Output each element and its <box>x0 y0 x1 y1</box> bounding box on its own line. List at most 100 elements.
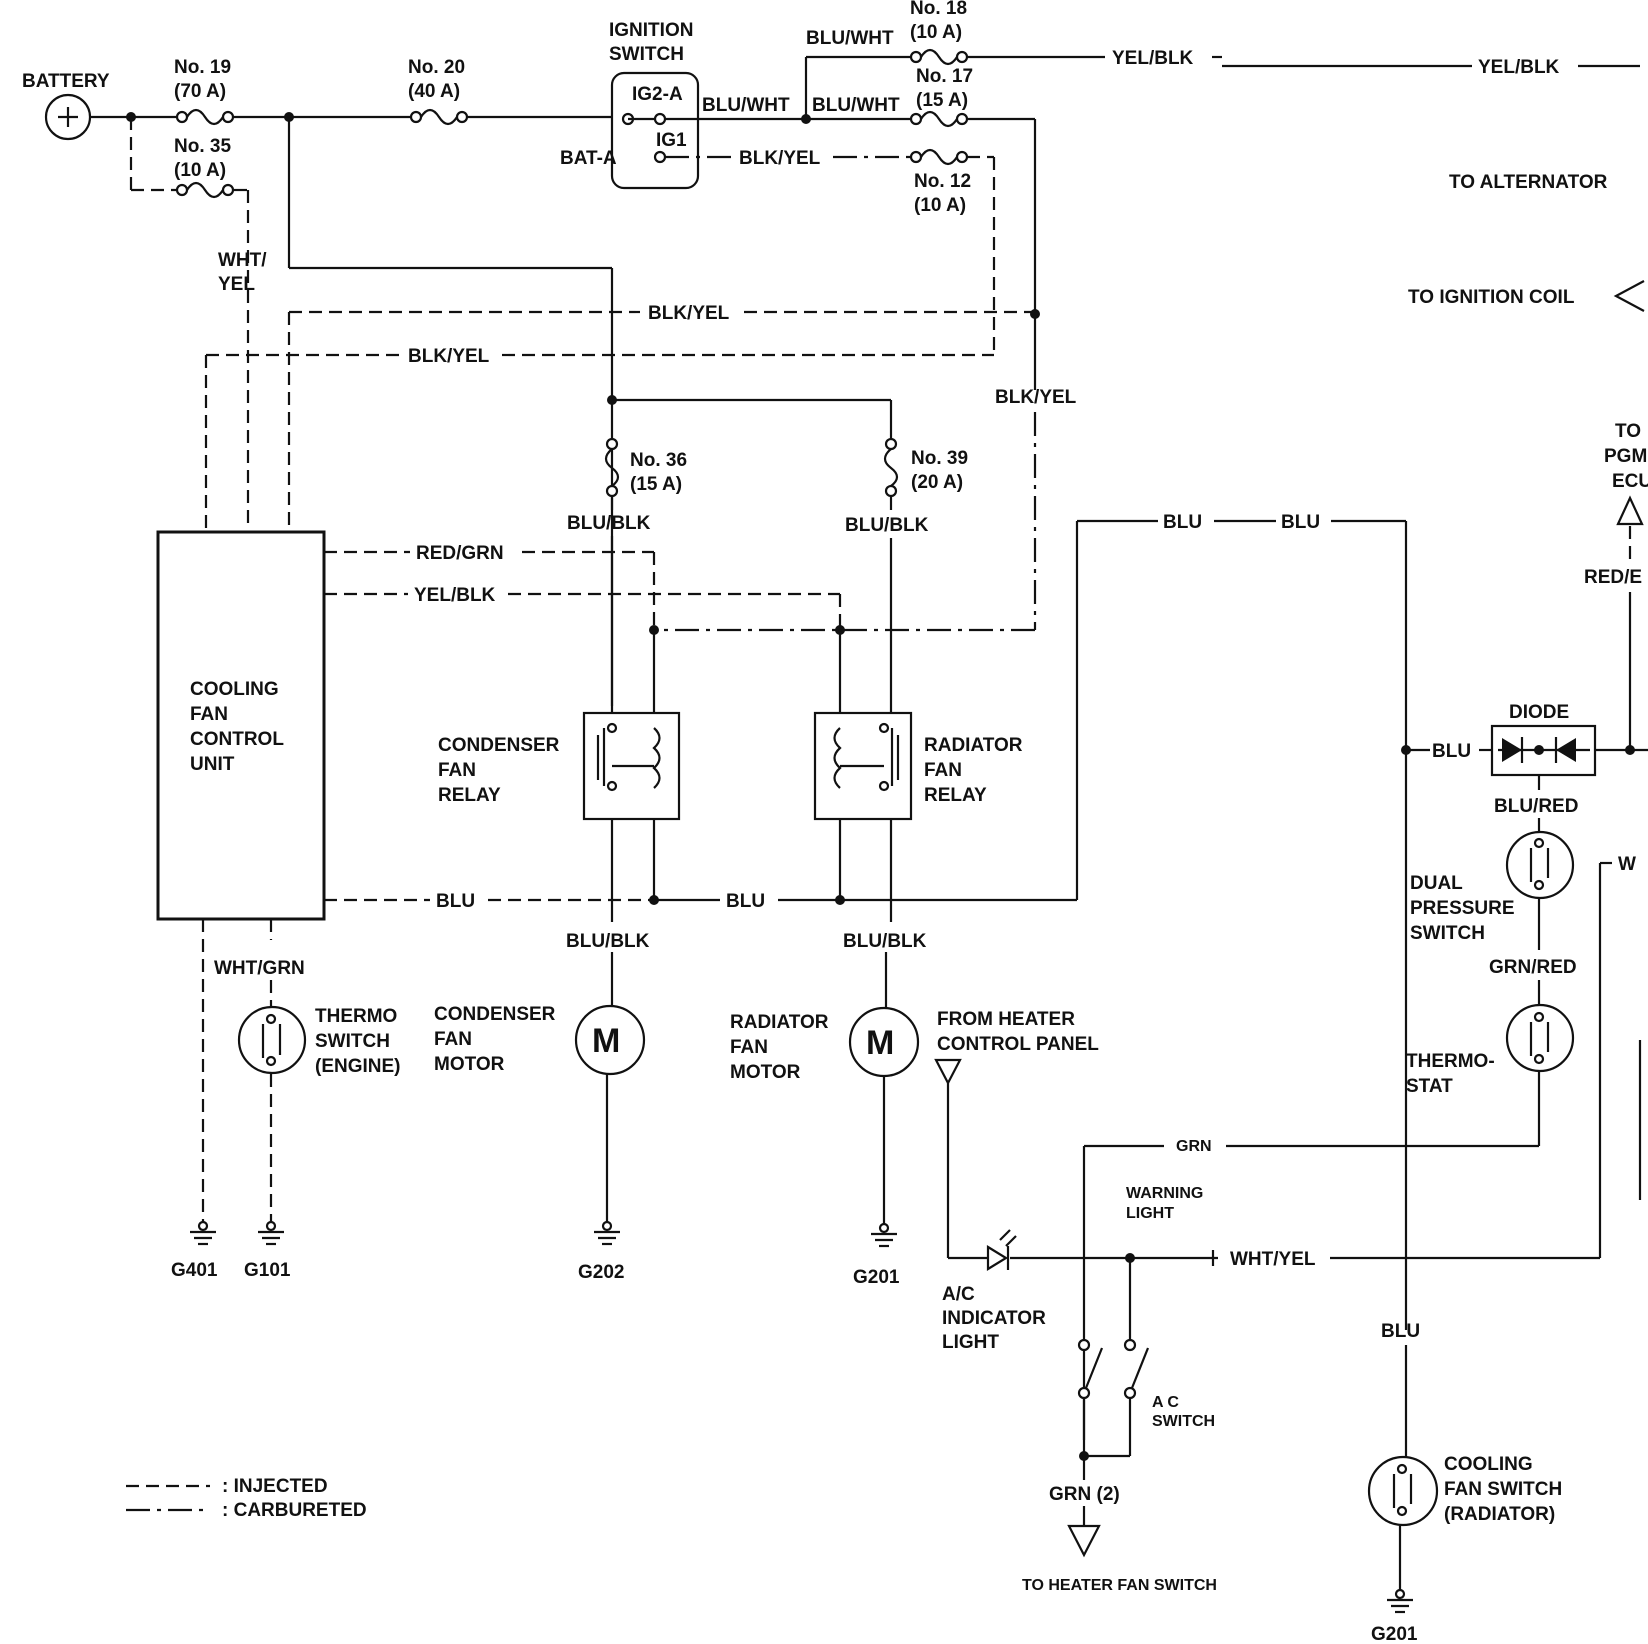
wire-red-grn: RED/GRN <box>416 543 504 564</box>
thermostat-label-1: THERMO- <box>1406 1051 1495 1072</box>
ground-g201-switch: G201 <box>1371 1588 1418 1644</box>
g101-label: G101 <box>244 1260 291 1281</box>
fuse19-name: No. 19 <box>174 57 231 78</box>
fuse-18: No. 18 (10 A) YEL/BLK YEL/BLK <box>909 0 1640 78</box>
fuse19-rating: (70 A) <box>174 81 226 102</box>
cond-relay-label-1: CONDENSER <box>438 735 560 756</box>
from-heater-label-2: CONTROL PANEL <box>937 1034 1099 1055</box>
fuse-20: No. 20 (40 A) <box>408 57 469 126</box>
wire-grn-1: GRN <box>1176 1138 1212 1155</box>
ignition-switch: IGNITION SWITCH IG2-A IG1 BAT-A <box>560 20 700 190</box>
fuse17-rating: (15 A) <box>916 90 968 111</box>
rad-motor-label-1: RADIATOR <box>730 1012 829 1033</box>
ground-g201-radiator: G201 <box>853 1222 900 1288</box>
wire-blu-wht-2: BLU/WHT <box>812 95 900 116</box>
thermo-switch-engine: WHT/GRN THERMO SWITCH (ENGINE) <box>201 919 401 1222</box>
fuse12-rating: (10 A) <box>914 195 966 216</box>
cooling-fan-switch-radiator: BLU COOLING FAN SWITCH (RADIATOR) <box>1367 1321 1562 1590</box>
fuse-12: BLK/YEL No. 12 (10 A) <box>665 148 996 355</box>
g201-label: G201 <box>853 1267 900 1288</box>
pgm-ecu-feed: TO PGM ECU RED/E <box>1584 421 1648 755</box>
cool-fan-sw-label-2: FAN SWITCH <box>1444 1479 1562 1500</box>
wire-blu-1: BLU <box>436 891 475 912</box>
wire-blu-4: BLU <box>1281 512 1320 533</box>
fuse18-name: No. 18 <box>910 0 967 19</box>
ac-indicator-light: A/C INDICATOR LIGHT WARNING LIGHT <box>942 1185 1203 1353</box>
wire-blu-3: BLU <box>1163 512 1202 533</box>
cfcu-label-4: UNIT <box>190 754 235 775</box>
rad-relay-label-2: FAN <box>924 760 962 781</box>
cond-relay-label-3: RELAY <box>438 785 501 806</box>
wire-grn-red: GRN/RED <box>1489 957 1577 978</box>
wire-yel-blk-3: YEL/BLK <box>414 585 496 606</box>
condenser-fan-motor: BLU/BLK M CONDENSER FAN MOTOR <box>434 931 650 1222</box>
wht-yel-return: W WHT/YEL <box>1130 854 1642 1270</box>
g202-label: G202 <box>578 1262 624 1283</box>
cond-motor-label-1: CONDENSER <box>434 1004 556 1025</box>
ac-switch: A C SWITCH GRN (2) TO HEATER FAN SWITCH <box>1022 1258 1217 1594</box>
fuse-36-39-branch: No. 36 (15 A) No. 39 (20 A) BLU/BLK BLU/… <box>567 395 968 720</box>
cool-fan-sw-label-1: COOLING <box>1444 1454 1533 1475</box>
condenser-fan-relay: CONDENSER FAN RELAY <box>438 630 681 922</box>
wire-red-partial: RED/E <box>1584 567 1642 588</box>
wire-blk-yel-4: BLK/YEL <box>995 387 1077 408</box>
ig2-output-wires: BLU/WHT BLU/WHT BLU/WHT <box>665 28 910 124</box>
radiator-fan-relay: RADIATOR FAN RELAY <box>813 630 1023 922</box>
fuse-35: No. 35 (10 A) <box>174 136 235 199</box>
dual-pressure-label-1: DUAL <box>1410 873 1463 894</box>
ac-switch-label-1: A C <box>1152 1394 1179 1411</box>
ground-g401: G401 <box>171 1220 218 1281</box>
ground-g101: G101 <box>244 1220 291 1281</box>
dual-pressure-label-2: PRESSURE <box>1410 898 1515 919</box>
dual-pressure-switch: DUAL PRESSURE SWITCH GRN/RED <box>1410 830 1577 1005</box>
diode-assembly: BLU DIODE BLU/RED <box>1401 702 1630 832</box>
wire-wht-yel-label-1: WHT/ <box>218 250 267 271</box>
to-alternator-label: TO ALTERNATOR <box>1449 172 1608 193</box>
dual-pressure-label-3: SWITCH <box>1410 923 1485 944</box>
thermostat: THERMO- STAT GRN <box>1082 1003 1575 1440</box>
from-heater-arrow <box>934 1058 962 1086</box>
wire-yel-blk-1: YEL/BLK <box>1112 48 1194 69</box>
wire-blu-wht-1: BLU/WHT <box>702 95 790 116</box>
wire-blk-yel-1: BLK/YEL <box>739 148 821 169</box>
thermo-sw-label-2: SWITCH <box>315 1031 390 1052</box>
radiator-motor-symbol: M <box>866 1024 894 1062</box>
wire-blu-5: BLU <box>1432 741 1471 762</box>
wire-blk-yel-2: BLK/YEL <box>648 303 730 324</box>
fuse36-name: No. 36 <box>630 450 687 471</box>
wire-wht-grn: WHT/GRN <box>214 958 305 979</box>
to-pgm-label-1: TO <box>1615 421 1641 442</box>
ig2a-label: IG2-A <box>632 84 683 105</box>
thermostat-label-2: STAT <box>1406 1076 1453 1097</box>
ac-indicator-label-2: INDICATOR <box>942 1308 1046 1329</box>
ac-indicator-label-1: A/C <box>942 1284 975 1305</box>
to-heater-fan-label: TO HEATER FAN SWITCH <box>1022 1577 1217 1594</box>
fuse18-rating: (10 A) <box>910 22 962 43</box>
heater-control-feed: FROM HEATER CONTROL PANEL <box>934 1009 1099 1260</box>
blk-yel-distribution: BLK/YEL BLK/YEL BLK/YEL <box>204 303 1077 635</box>
rad-relay-label-1: RADIATOR <box>924 735 1023 756</box>
fuse35-name: No. 35 <box>174 136 231 157</box>
wire-blu-blk-2: BLU/BLK <box>845 515 929 536</box>
cooling-fan-control-unit: COOLING FAN CONTROL UNIT <box>156 530 326 921</box>
wire-blk-yel-3: BLK/YEL <box>408 346 490 367</box>
ign-switch-label-2: SWITCH <box>609 44 684 65</box>
to-pgm-arrow <box>1616 495 1644 526</box>
to-pgm-label-3: ECU <box>1612 471 1648 492</box>
warning-light-label-1: WARNING <box>1126 1185 1203 1202</box>
wire-blu-red: BLU/RED <box>1494 796 1578 817</box>
to-pgm-label-2: PGM <box>1604 446 1647 467</box>
wire-blu-2: BLU <box>726 891 765 912</box>
wire-blu-blk-3: BLU/BLK <box>566 931 650 952</box>
ig1-label: IG1 <box>656 130 687 151</box>
cool-fan-sw-label-3: (RADIATOR) <box>1444 1504 1555 1525</box>
fuse-17: No. 17 (15 A) <box>909 66 1037 314</box>
wire-blu-blk-1: BLU/BLK <box>567 513 651 534</box>
legend-carbureted: : CARBURETED <box>222 1500 367 1521</box>
rad-relay-label-3: RELAY <box>924 785 987 806</box>
wire-blu-blk-4: BLU/BLK <box>843 931 927 952</box>
to-heater-fan-arrow <box>1067 1524 1101 1558</box>
fuse39-rating: (20 A) <box>911 472 963 493</box>
wire-wht-yel-label-2: YEL <box>218 274 255 295</box>
control-unit-outputs: RED/GRN YEL/BLK BLU BLU BLU BLU <box>324 512 1408 1330</box>
